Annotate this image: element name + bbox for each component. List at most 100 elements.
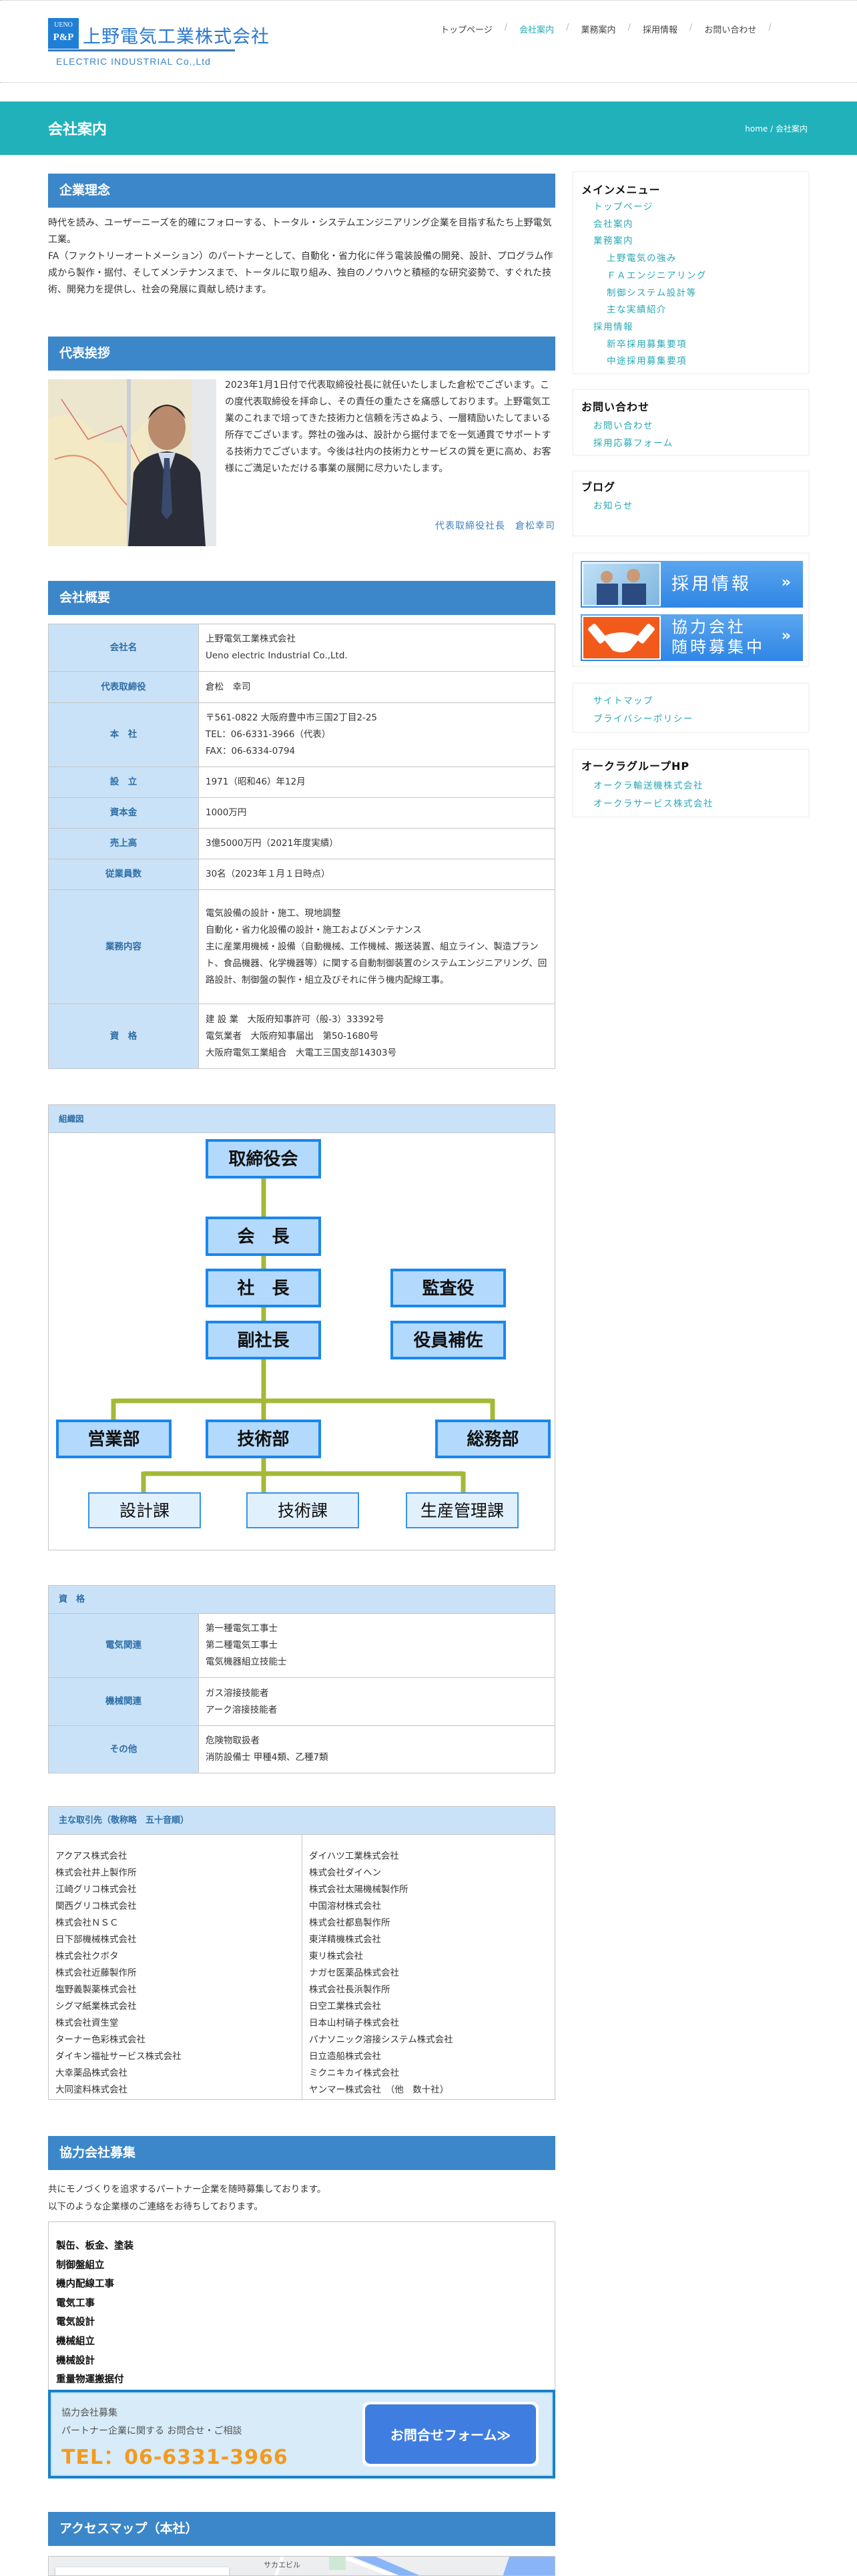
partner-category-item: 機械組立 <box>56 2336 95 2347</box>
sidebar-menu-item[interactable]: 会社案内 <box>593 218 633 230</box>
sidebar-link-okura-transport[interactable]: オークラ輸送機株式会社 <box>593 781 703 791</box>
sidebar-menu-item[interactable]: トップページ <box>593 202 653 212</box>
breadcrumb-separator: / <box>768 124 776 134</box>
section-title-greeting: 代表挨拶 <box>48 337 555 371</box>
greeting-text: 2023年1月1日付で代表取締役社長に就任いたしました倉松でございます。この度代… <box>225 380 551 474</box>
overview-row-label: 会社名 <box>48 624 199 672</box>
org-node-design: 設計課 <box>88 1492 201 1528</box>
customer-item: 日下部機械株式会社 <box>55 1934 137 1945</box>
overview-row-label: 業務内容 <box>48 889 199 1004</box>
partner-category-item: 機械設計 <box>56 2355 95 2366</box>
main-menu-title: メインメニュー <box>581 184 661 196</box>
org-node-label: 副社長 <box>237 1330 290 1351</box>
philosophy-paragraph: FA（ファクトリーオートメーション）のパートナーとして、自動化・省力化に伴う電装… <box>48 251 553 295</box>
nav-recruit[interactable]: 採用情報 <box>642 25 677 35</box>
sidebar-link-news[interactable]: お知らせ <box>593 501 633 511</box>
logo-mark-bottom: P&P <box>53 32 74 43</box>
nav-separator: / <box>566 23 569 33</box>
customer-item: 株式会社太陽機械製作所 <box>309 1884 408 1895</box>
nav-top[interactable]: トップページ <box>441 25 493 35</box>
access-map[interactable]: サカエビル <box>48 2556 555 2576</box>
overview-value-line: 建 設 業 大阪府知事許可（般-3）33392号 <box>206 1014 384 1025</box>
group-title: オークラグループHP <box>581 760 690 773</box>
nav-business[interactable]: 業務案内 <box>581 25 616 35</box>
org-chart-title: 組織図 <box>49 1105 555 1133</box>
recruit-banner-photo <box>582 562 661 606</box>
org-node-production: 生産管理課 <box>406 1492 519 1528</box>
partners-intro-line: 以下のような企業様のご連絡をお待ちしております。 <box>48 2201 263 2212</box>
sidebar-link-apply-form[interactable]: 採用応募フォーム <box>593 438 673 449</box>
overview-row-value: 倉松 幸司 <box>198 671 555 703</box>
org-node-president: 社 長 <box>206 1269 321 1307</box>
org-node-label: 社 長 <box>237 1278 290 1299</box>
sidebar-link-privacy[interactable]: プライバシーポリシー <box>593 714 693 724</box>
nav-contact[interactable]: お問い合わせ <box>704 25 757 35</box>
sidebar-menu-item[interactable]: 業務案内 <box>593 236 633 247</box>
nav-company[interactable]: 会社案内 <box>519 25 555 35</box>
map-place-label: サカエビル <box>264 2561 300 2569</box>
section-title-partners: 協力会社募集 <box>48 2136 555 2170</box>
overview-value-line: 自動化・省力化設備の設計・施工およびメンテナンス <box>206 924 422 935</box>
overview-row-label: 資本金 <box>48 797 199 829</box>
contact-form-button-frame: お問合せフォーム≫ <box>362 2402 539 2466</box>
sidebar-link-okura-service[interactable]: オークラサービス株式会社 <box>593 799 713 809</box>
customer-item: 関西グリコ株式会社 <box>55 1901 137 1912</box>
org-node-label: 役員補佐 <box>413 1331 483 1351</box>
customer-item: 株式会社ＮＳＣ <box>55 1918 119 1928</box>
org-node-engineering: 技術部 <box>206 1420 321 1458</box>
overview-value-line: FAX：06-6334-0794 <box>206 746 296 757</box>
qualification-list: 危険物取扱者消防設備士 甲種4類、乙種7類 <box>198 1725 555 1773</box>
philosophy-paragraph: 時代を読み、ユーザーニーズを的確にフォローする、トータル・システムエンジニアリン… <box>48 218 552 245</box>
overview-value-line: 電気設備の設計・施工、現地調整 <box>206 907 341 919</box>
overview-row-label: 設 立 <box>48 767 199 798</box>
workers-photo-icon <box>597 569 646 605</box>
org-chart: 取締役会会 長社 長監査役副社長役員補佐営業部技術部総務部設計課技術課生産管理課 <box>56 1139 551 1528</box>
overview-value-line: TEL：06-6331-3966（代表） <box>206 729 331 740</box>
nav-separator: / <box>504 23 508 33</box>
overview-value-line: 主に産業用機械・設備（自動機械、工作機械、搬送装置、組立ライン、製造プラント、食… <box>206 941 547 986</box>
partner-banner-image <box>582 616 661 660</box>
president-photo <box>48 379 216 546</box>
sidebar-group-links: オークラグループHP オークラ輸送機株式会社 オークラサービス株式会社 <box>573 749 809 817</box>
sidebar-link-sitemap[interactable]: サイトマップ <box>593 696 653 706</box>
sidebar-menu-item[interactable]: 制御システム設計等 <box>607 287 697 298</box>
section-title-overview: 会社概要 <box>48 581 555 615</box>
sidebar-menu-item[interactable]: 中途採用募集要項 <box>607 356 687 367</box>
sidebar-menu-item[interactable]: 上野電気の強み <box>607 253 677 264</box>
partner-banner[interactable]: 協力会社 随時募集中 » <box>581 614 803 661</box>
org-node-label: 総務部 <box>467 1429 519 1450</box>
qualification-list: 第一種電気工事士第二種電気工事士電気機器組立技能士 <box>198 1613 555 1678</box>
partner-category-list: 製缶、板金、塗装制御盤組立機内配線工事電気工事電気設計機械組立機械設計重量物運搬… <box>48 2221 555 2390</box>
org-node-label: 設計課 <box>119 1501 170 1520</box>
sidebar-menu-item[interactable]: ＦＡエンジニアリング <box>607 270 707 281</box>
partner-contact-tel[interactable]: TEL：06-6331-3966 <box>61 2446 288 2469</box>
org-node-label: 会 長 <box>237 1227 290 1247</box>
customer-item: 株式会社長浜製作所 <box>309 1984 390 1995</box>
overview-row-value: 3億5000万円（2021年度実績） <box>198 828 555 859</box>
partner-category-item: 電気工事 <box>56 2298 95 2309</box>
contact-form-button[interactable]: お問合せフォーム≫ <box>365 2404 536 2464</box>
partner-category-item: 製缶、板金、塗装 <box>56 2241 133 2251</box>
partner-category-item: 制御盤組立 <box>56 2260 105 2271</box>
recruit-banner[interactable]: 採用情報 » <box>581 561 803 608</box>
president-signature: 代表取締役社長 倉松幸司 <box>435 521 555 531</box>
section-title-philosophy: 企業理念 <box>48 174 555 208</box>
breadcrumb-home[interactable]: home <box>745 124 768 134</box>
overview-row-label: 資 格 <box>48 1004 199 1069</box>
sidebar-menu-item[interactable]: 採用情報 <box>593 321 633 333</box>
customer-item: 株式会社資生堂 <box>55 2018 119 2028</box>
customer-item: ダイハツ工業株式会社 <box>309 1851 399 1862</box>
org-node-label: 生産管理課 <box>420 1501 504 1520</box>
customer-item: ヤンマー株式会社 （他 数十社） <box>309 2085 449 2095</box>
sidebar-link-contact[interactable]: お問い合わせ <box>593 421 653 431</box>
overview-value-line: Ueno electric Industrial Co.,Ltd. <box>206 650 348 661</box>
overview-row-value: 電気設備の設計・施工、現地調整自動化・省力化設備の設計・施工およびメンテナンス主… <box>198 889 555 1004</box>
sidebar-menu-item[interactable]: 新卒採用募集要項 <box>607 339 687 350</box>
sidebar-menu-item[interactable]: 主な実績紹介 <box>607 304 667 316</box>
partner-contact-box: 協力会社募集 パートナー企業に関する お問合せ・ご相談 TEL：06-6331-… <box>48 2390 555 2479</box>
philosophy-text: 時代を読み、ユーザーニーズを的確にフォローする、トータル・システムエンジニアリン… <box>48 215 555 298</box>
customer-item: ナガセ医薬品株式会社 <box>309 1968 399 1978</box>
overview-row-value: 30名（2023年１月１日時点） <box>198 859 555 890</box>
